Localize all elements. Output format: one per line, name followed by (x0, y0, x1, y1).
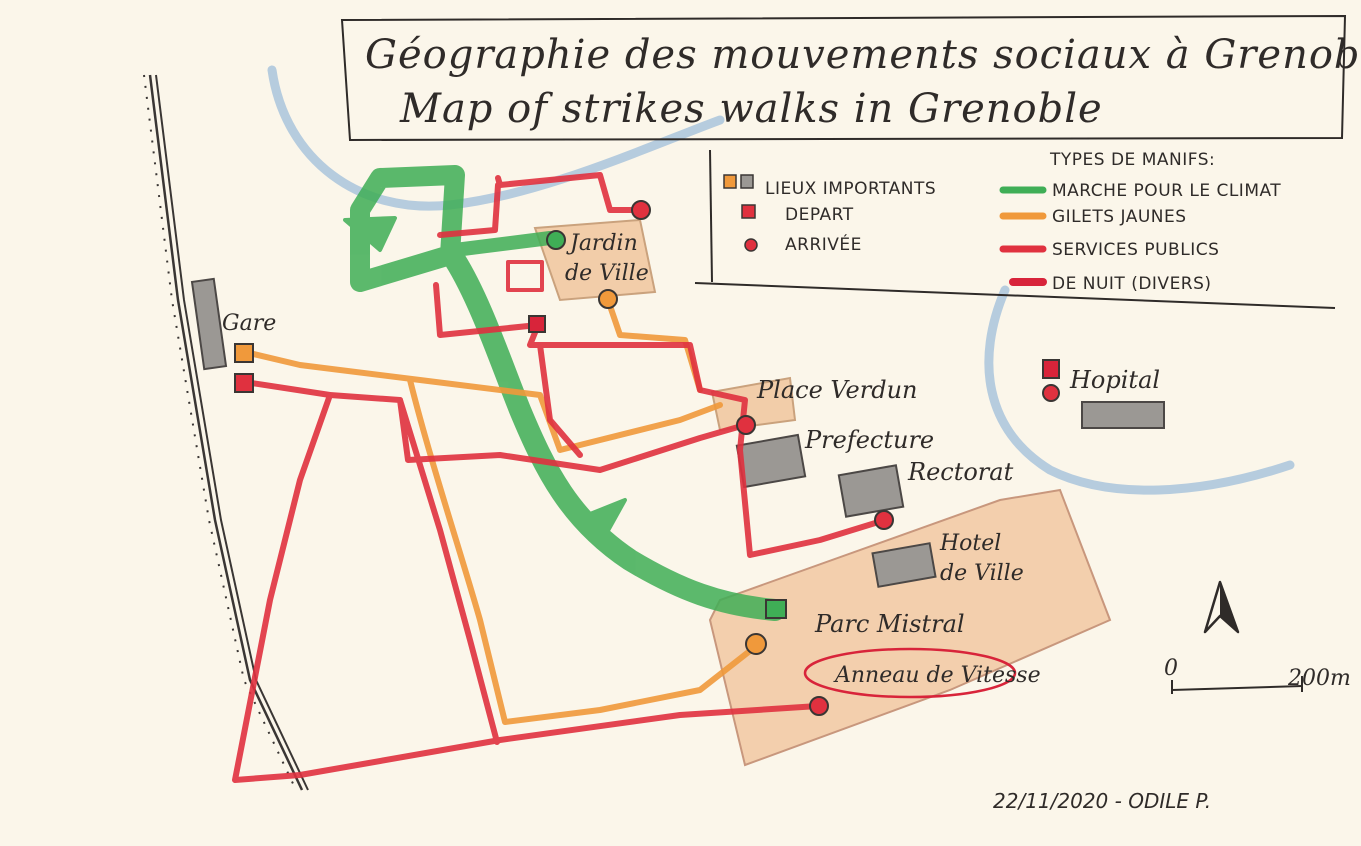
rectorat-arrivee-marker (874, 510, 894, 530)
legend-type-label-1: GILETS JAUNES (1052, 207, 1187, 227)
legend-important-orange-icon (723, 174, 737, 189)
scale-end: 200m (1287, 666, 1351, 691)
legend-symbol-label-2: ARRIVÉE (785, 233, 862, 255)
departure-square-icon (741, 204, 756, 219)
place-verdun-area (710, 376, 797, 432)
anneau-de-vitesse-oval (803, 647, 1017, 699)
label-jardin-2: de Ville (565, 261, 649, 286)
title-box: Géographie des mouvements sociaux à Gren… (340, 14, 1361, 142)
gare-gilets-depart-marker (234, 343, 254, 363)
parc-mistral-depart-marker (765, 599, 787, 619)
verdun-arrivee-marker (736, 415, 756, 435)
hopital-arrivee-marker (1042, 384, 1060, 402)
title-line-1: Géographie des mouvements sociaux à Gren… (365, 32, 1361, 78)
jardin-arrivee-marker (546, 230, 566, 250)
legend-symbol-label-1: DEPART (785, 205, 854, 225)
legend-type-label-2: SERVICES PUBLICS (1052, 240, 1219, 260)
label-hopital: Hopital (1069, 366, 1160, 394)
label-anneau: Anneau de Vitesse (833, 663, 1041, 688)
jardin-depart-marker (528, 315, 546, 333)
hopital-depart-marker (1042, 359, 1060, 379)
hotel-de-ville-building (871, 542, 937, 588)
legend-important-gray-icon (740, 174, 754, 189)
label-hotel-1: Hotel (939, 531, 1001, 556)
legend: LIEUX IMPORTANTS DEPART ARRIVÉE TYPES DE… (694, 149, 1336, 309)
title-line-2: Map of strikes walks in Grenoble (399, 86, 1103, 132)
gare-building (190, 277, 228, 371)
legend-types-title: TYPES DE MANIFS: (1049, 150, 1215, 170)
label-hotel-2: de Ville (940, 561, 1024, 586)
hopital-building (1081, 401, 1165, 429)
arrival-dot-icon (744, 238, 758, 252)
railway (143, 74, 309, 791)
prefecture-building (735, 433, 807, 489)
signature: 22/11/2020 - ODILE P. (993, 789, 1211, 813)
parc-mistral-area (708, 488, 1112, 767)
markers (234, 200, 1060, 716)
legend-type-label-0: MARCHE POUR LE CLIMAT (1052, 181, 1281, 201)
legend-symbol-label-0: LIEUX IMPORTANTS (765, 179, 936, 199)
jardin-gilets-marker (598, 289, 618, 309)
anneau-arrivee-marker (809, 696, 829, 716)
scale-bar: 0 200m (1164, 656, 1351, 694)
label-jardin-1: Jardin (566, 231, 638, 256)
label-gare: Gare (222, 311, 276, 336)
label-prefecture: Prefecture (804, 426, 934, 454)
label-parc-mistral: Parc Mistral (814, 610, 965, 638)
label-rectorat: Rectorat (907, 458, 1014, 486)
river-east (984, 285, 1295, 495)
rectorat-building (837, 464, 905, 518)
scale-start: 0 (1164, 656, 1178, 681)
gare-services-depart-marker (234, 373, 254, 393)
route-services-publics (232, 172, 888, 783)
arrivee-north-marker (631, 200, 651, 220)
route-climat (343, 165, 786, 621)
parc-gilets-arrivee-marker (745, 633, 767, 655)
label-place-verdun: Place Verdun (756, 376, 918, 404)
legend-type-label-3: DE NUIT (DIVERS) (1052, 274, 1212, 294)
